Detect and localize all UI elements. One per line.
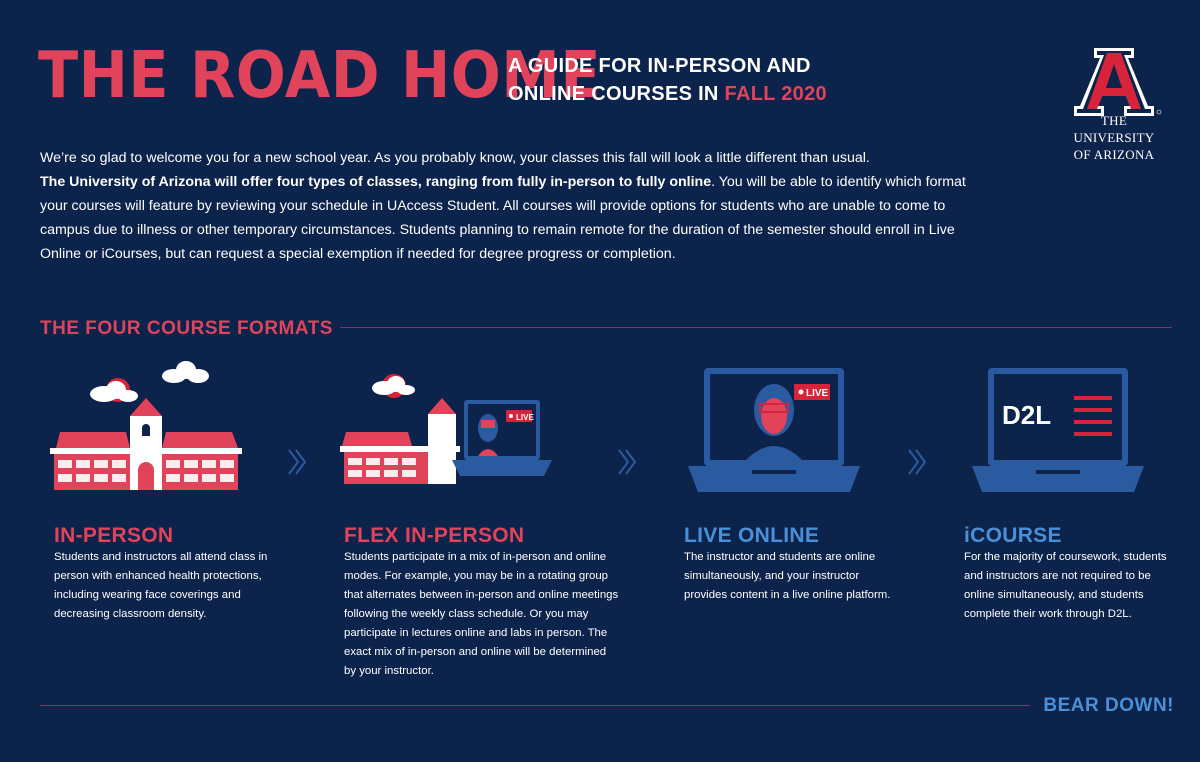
footer-divider (40, 705, 1030, 706)
format-title-icourse: iCOURSE (964, 524, 1062, 547)
section-divider (340, 327, 1172, 328)
building-and-laptop-illustration: LIVE (340, 374, 552, 484)
subtitle-line-2-text: ONLINE COURSES IN (508, 83, 725, 105)
format-title-live-online: LIVE ONLINE (684, 524, 820, 547)
subtitle-line-1: A GUIDE FOR IN-PERSON AND (508, 55, 811, 77)
intro-body: The University of Arizona will offer fou… (40, 170, 990, 266)
subtitle-term-accent: FALL 2020 (724, 83, 827, 105)
live-badge-text: LIVE (806, 388, 829, 399)
intro-bold-text: The University of Arizona will offer fou… (40, 174, 712, 190)
format-title-flex-in-person: FLEX IN-PERSON (344, 524, 525, 547)
d2l-logo-text: D2L (1002, 400, 1051, 430)
live-online-laptop-illustration: LIVE (688, 368, 860, 492)
university-logo (1074, 48, 1162, 116)
wordmark-line-1: THE UNIVERSITY (1073, 113, 1155, 145)
intro-paragraph: We’re so glad to welcome you for a new s… (40, 146, 990, 266)
section-title: THE FOUR COURSE FORMATS (40, 318, 333, 339)
format-description-icourse: For the majority of coursework, students… (964, 551, 1167, 620)
wordmark-line-2: OF ARIZONA (1073, 147, 1155, 162)
page-subtitle: A GUIDE FOR IN-PERSON AND ONLINE COURSES… (508, 52, 827, 108)
chevron-right-icon (288, 449, 307, 475)
chevron-right-icon (618, 449, 637, 475)
campus-building-illustration (50, 361, 242, 490)
intro-rest-text: . You will be able to identify which for… (40, 174, 966, 262)
subtitle-line-2: ONLINE COURSES IN FALL 2020 (508, 80, 827, 108)
format-description-in-person: Students and instructors all attend clas… (54, 551, 268, 620)
intro-line-1: We’re so glad to welcome you for a new s… (40, 150, 870, 166)
format-title-in-person: IN-PERSON (54, 524, 174, 547)
d2l-laptop-illustration: D2L (972, 368, 1144, 492)
format-description-flex-in-person: Students participate in a mix of in-pers… (344, 551, 619, 677)
chevron-right-icon (908, 449, 927, 475)
university-wordmark: THE UNIVERSITY OF ARIZONA (1064, 112, 1164, 163)
live-badge-text: LIVE (516, 413, 534, 422)
page-title: THE ROAD HOME (38, 39, 602, 113)
footer-slogan: BEAR DOWN! (1043, 695, 1174, 716)
format-description-live-online: The instructor and students are online s… (684, 551, 891, 601)
